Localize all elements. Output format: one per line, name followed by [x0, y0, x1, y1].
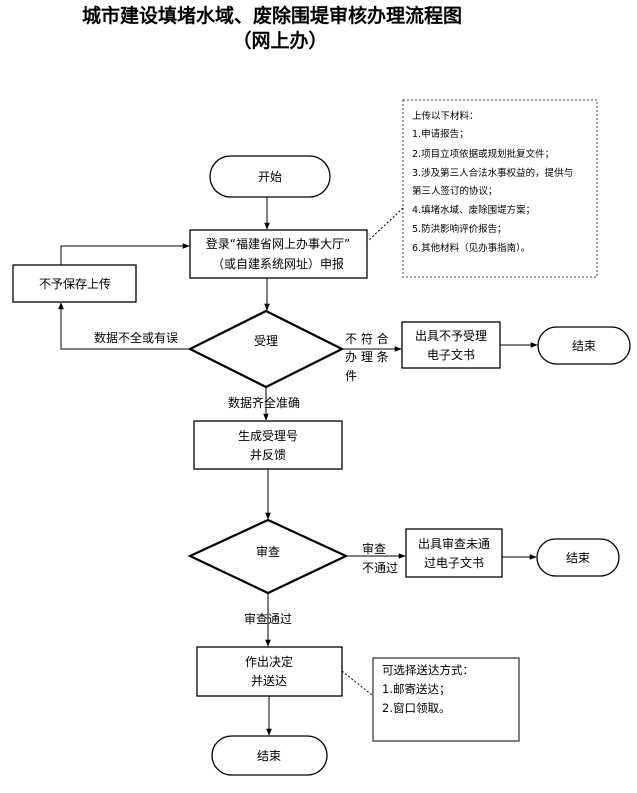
delivery-item-1: 1.邮寄送达；: [382, 682, 450, 696]
generate-number-node: 生成受理号 并反馈: [193, 420, 343, 470]
login-label-line1: 登录“福建省网上办事大厅”: [206, 236, 350, 251]
edge-incomplete-label: 数据不全或有误: [94, 330, 178, 345]
generate-label-line2: 并反馈: [250, 448, 286, 462]
arrow-accept-to-reject: [58, 302, 191, 350]
edge-not-meet-line2: 办 理 条: [345, 349, 389, 364]
review-fail-doc-line1: 出具审查未通: [418, 536, 490, 551]
no-accept-doc-node: 出具不予受理 电子文书: [401, 321, 501, 369]
start-node: 开始: [209, 155, 331, 198]
edge-review-fail-line1: 审查: [362, 541, 386, 556]
no-accept-doc-line2: 电子文书: [427, 347, 475, 362]
delivery-leader-line: [341, 670, 373, 696]
materials-leader-line: [367, 207, 404, 242]
materials-item-6: 6.其他材料（见办事指南）。: [412, 242, 530, 254]
reject-save-node: 不予保存上传: [12, 264, 137, 303]
accept-label: 受理: [254, 334, 278, 348]
end2-label: 结束: [566, 551, 590, 565]
delivery-item-2: 2.窗口领取。: [382, 701, 450, 715]
review-label: 审查: [256, 544, 280, 559]
edge-not-meet-line1: 不 符 合: [345, 331, 389, 346]
review-decision: 审查: [187, 518, 349, 595]
decision-label-line1: 作出决定: [245, 654, 293, 669]
materials-item-3-cont: 第三人签订的协议；: [412, 185, 498, 197]
diagram-title-line1: 城市建设填堵水域、废除围堤审核办理流程图: [82, 4, 462, 27]
generate-label-line1: 生成受理号: [238, 429, 298, 443]
edge-not-meet-line3: 件: [345, 369, 357, 383]
materials-item-4: 4.填堵水域、废除围堤方案；: [412, 204, 535, 216]
diagram-title-line2: （网上办）: [232, 29, 327, 52]
review-fail-doc-node: 出具审查未通 过电子文书: [405, 528, 503, 578]
materials-item-5: 5.防洪影响评价报告；: [412, 223, 507, 235]
accept-decision: 受理: [187, 309, 345, 389]
edge-complete-label: 数据齐全准确: [228, 395, 300, 410]
delivery-note: 可选择送达方式： 1.邮寄送达； 2.窗口领取。: [372, 657, 520, 742]
login-submit-node: 登录“福建省网上办事大厅” （或自建系统网址）申报: [189, 229, 368, 279]
decision-label-line2: 并送达: [251, 673, 287, 688]
edge-review-pass-label: 审查通过: [244, 611, 292, 626]
decision-deliver-node: 作出决定 并送达: [196, 646, 343, 697]
no-accept-doc-line1: 出具不予受理: [415, 329, 487, 343]
end1-label: 结束: [572, 339, 596, 353]
end-node-1: 结束: [537, 326, 631, 365]
reject-save-label: 不予保存上传: [39, 276, 111, 291]
edge-review-fail-line2: 不通过: [362, 561, 398, 575]
delivery-heading: 可选择送达方式：: [382, 663, 474, 677]
login-label-line2: （或自建系统网址）申报: [212, 256, 344, 271]
materials-note: 上传以下材料： 1.申请报告； 2.项目立项依据或规划批复文件； 3.涉及第三人…: [402, 99, 598, 278]
materials-item-2: 2.项目立项依据或规划批复文件；: [412, 148, 554, 160]
materials-item-1: 1.申请报告；: [412, 128, 469, 140]
materials-heading: 上传以下材料：: [412, 110, 479, 122]
end3-label: 结束: [257, 749, 281, 763]
end-node-3: 结束: [211, 735, 328, 776]
review-fail-doc-line2: 过电子文书: [424, 555, 484, 570]
materials-item-3: 3.涉及第三人合法水事权益的，提供与: [412, 167, 573, 179]
start-label: 开始: [258, 170, 282, 184]
arrow-reject-to-login: [60, 243, 190, 265]
end-node-2: 结束: [536, 538, 620, 577]
